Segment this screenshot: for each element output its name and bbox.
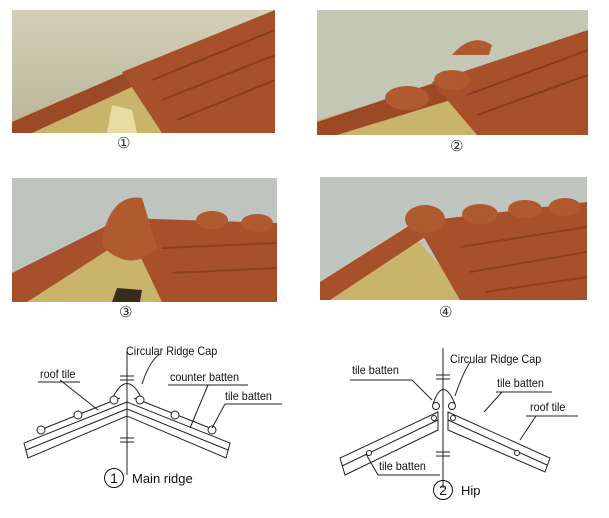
hip-diagram [339, 348, 578, 488]
label-tile-batten-main: tile batten [225, 389, 272, 403]
label-circular-ridge-cap-hip: Circular Ridge Cap [450, 352, 542, 366]
photo-step-2 [317, 10, 588, 135]
label-circular-ridge-cap-main: Circular Ridge Cap [126, 344, 218, 358]
label-roof-tile-hip: roof tile [530, 400, 566, 414]
caption-number: 1 [104, 468, 124, 488]
photo-step-3 [12, 178, 277, 302]
photo-step-1 [12, 10, 275, 133]
label-tile-batten-hip-right: tile batten [497, 376, 544, 390]
photo-step-4 [320, 177, 587, 300]
main-ridge-diagram [23, 352, 282, 475]
step-marker-2: ② [450, 137, 464, 155]
label-tile-batten-hip-bottom: tile batten [379, 459, 426, 473]
caption-number: 2 [433, 480, 453, 500]
caption-main-ridge: 1 Main ridge [104, 468, 193, 488]
step-marker-1: ① [117, 134, 131, 152]
caption-title: Hip [461, 483, 481, 498]
label-roof-tile-main: roof tile [40, 367, 76, 381]
label-counter-batten: counter batten [170, 370, 240, 384]
step-marker-4: ④ [439, 303, 453, 321]
label-tile-batten-hip-left: tile batten [352, 363, 399, 377]
step-marker-3: ③ [119, 303, 133, 321]
caption-hip: 2 Hip [433, 480, 481, 500]
caption-title: Main ridge [132, 471, 193, 486]
